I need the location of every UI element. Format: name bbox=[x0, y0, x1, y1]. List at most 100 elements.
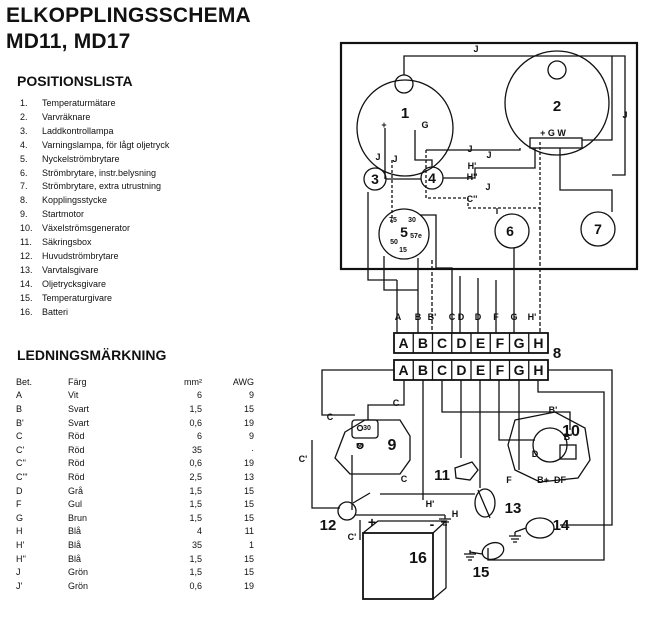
position-item: 11.Säkringsbox bbox=[20, 236, 169, 250]
component-number: 10 bbox=[562, 423, 580, 440]
wire-j-right bbox=[612, 55, 626, 176]
wire-gauge2-switch7 bbox=[559, 148, 613, 212]
key-switch-terminal: 75 bbox=[389, 217, 397, 224]
position-label: Nyckelströmbrytare bbox=[42, 153, 120, 164]
position-number: 10. bbox=[20, 223, 33, 234]
engine-wire-label: C' bbox=[299, 454, 308, 464]
component-number: 9 bbox=[388, 437, 397, 454]
wire-j-gauge2 bbox=[426, 148, 521, 151]
alternator-terminal: B+ bbox=[537, 475, 549, 485]
col-designation: Bet. bbox=[16, 376, 33, 387]
component-number: 16 bbox=[409, 550, 427, 567]
connector-letter: G bbox=[514, 335, 525, 351]
wire-designation: B' bbox=[16, 417, 24, 428]
position-number: 12. bbox=[20, 250, 33, 261]
gauge-1-lamp bbox=[394, 74, 414, 94]
panel-wire-label: J bbox=[467, 144, 472, 154]
position-item: 3.Laddkontrollampa bbox=[20, 125, 169, 139]
panel-wire-label: J bbox=[485, 182, 490, 192]
wire-awg: 19 bbox=[243, 417, 254, 428]
wire-tag: H' bbox=[528, 312, 537, 322]
col-awg: AWG bbox=[232, 376, 254, 387]
wire-a-starter bbox=[367, 380, 405, 420]
position-label: Säkringsbox bbox=[42, 237, 92, 248]
wire-designation: C''' bbox=[16, 471, 28, 482]
position-label: Varningslampa, för lågt oljetryck bbox=[42, 139, 170, 150]
connector-letter: E bbox=[476, 335, 485, 351]
position-item: 5. Nyckelströmbrytare bbox=[20, 153, 169, 167]
instrument-panel-frame bbox=[339, 41, 639, 271]
engine-wire-label: C bbox=[401, 474, 408, 484]
position-label: Temperaturgivare bbox=[42, 292, 113, 303]
position-item: 14.Oljetrycksgivare bbox=[20, 278, 169, 292]
position-item: 1.Temperaturmätare bbox=[20, 97, 169, 111]
engine-wire-label: C bbox=[327, 412, 334, 422]
temp-sender-15 bbox=[469, 541, 505, 561]
wire-designation: H bbox=[16, 526, 23, 537]
panel-wire-label: J bbox=[486, 150, 491, 160]
alternator-terminal: D bbox=[532, 449, 539, 459]
engine-wire-label: C bbox=[393, 398, 400, 408]
connector-letter: C bbox=[437, 362, 447, 378]
engine-wire-label: F bbox=[506, 475, 512, 485]
wire-mm2: 2,5 bbox=[189, 471, 202, 482]
battery-16 bbox=[362, 520, 448, 600]
component-number: 11 bbox=[434, 467, 450, 484]
component-number: 14 bbox=[553, 517, 570, 534]
component-number: 2 bbox=[553, 98, 561, 115]
wire-mm2: 0,6 bbox=[189, 580, 202, 591]
panel-wire-label: H' bbox=[468, 161, 477, 171]
wire-tag: C bbox=[449, 312, 456, 322]
component-number: 3 bbox=[371, 171, 379, 187]
position-label: Varvräknare bbox=[42, 111, 91, 122]
model-subtitle: MD11, MD17 bbox=[6, 30, 131, 53]
position-label: Varvtalsgivare bbox=[42, 264, 99, 275]
switch-7-extra bbox=[580, 211, 616, 247]
component-number: 5 bbox=[400, 224, 408, 240]
position-number: 15. bbox=[20, 292, 33, 303]
connector-letter: F bbox=[496, 362, 505, 378]
connector-letter: C bbox=[437, 335, 447, 351]
wire-mm2: 6 bbox=[196, 431, 202, 442]
component-number: 7 bbox=[594, 221, 602, 237]
wire-f bbox=[498, 380, 535, 441]
component-number: 15 bbox=[473, 564, 490, 581]
wire-color: Brun bbox=[68, 512, 88, 523]
wire-color: Blå bbox=[68, 539, 82, 550]
wire-mm2: 0,6 bbox=[189, 417, 202, 428]
position-item: 12.Huvudströmbrytare bbox=[20, 250, 169, 264]
wire-color: Svart bbox=[68, 417, 90, 428]
wire-designation: F bbox=[16, 499, 22, 510]
harness-c bbox=[436, 267, 453, 333]
wire-awg: 1 bbox=[248, 539, 254, 550]
wire-color: Röd bbox=[68, 458, 85, 469]
key-switch-terminal: 30 bbox=[408, 217, 416, 224]
ground-symbol bbox=[464, 550, 476, 561]
position-label: Kopplingsstycke bbox=[42, 195, 108, 206]
wire-designation: C' bbox=[16, 444, 25, 455]
wire-mm2: 6 bbox=[196, 390, 202, 401]
position-number: 3. bbox=[20, 125, 28, 136]
wire-h bbox=[487, 380, 605, 561]
wire-designation: J' bbox=[16, 580, 23, 591]
wire-mm2: 1,5 bbox=[189, 403, 202, 414]
wire-tag: B' bbox=[428, 312, 437, 322]
connector-letter: B bbox=[418, 335, 428, 351]
position-item: 16.Batteri bbox=[20, 306, 169, 320]
wire-awg: · bbox=[251, 444, 254, 455]
connector-letter: A bbox=[399, 335, 409, 351]
position-number: 5. bbox=[20, 153, 28, 164]
gauge-2-tachometer bbox=[504, 50, 610, 156]
gauge-2-terminal-block bbox=[529, 137, 583, 149]
wire-designation: G bbox=[16, 512, 24, 523]
connector-letter: A bbox=[399, 362, 409, 378]
gauge-2-lamp bbox=[547, 60, 567, 80]
wire-color: Grå bbox=[68, 485, 84, 496]
